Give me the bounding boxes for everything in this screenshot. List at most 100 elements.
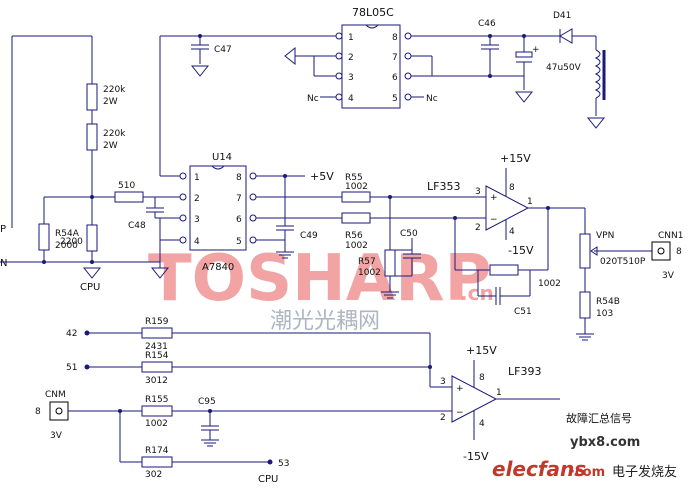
opamp-plus: + — [490, 193, 498, 203]
label-pin42: 42 — [66, 329, 77, 339]
label-2200: 2200 — [60, 237, 83, 247]
opamp-lf353 — [485, 185, 530, 231]
junction — [428, 365, 432, 369]
pin-label: 3 — [194, 215, 200, 225]
resistor-r57 — [384, 249, 396, 277]
resistor-r154 — [141, 361, 173, 373]
label-r54a: R54A — [55, 229, 80, 239]
label-cpu-top: CPU — [80, 282, 100, 293]
ic-u14 — [189, 165, 247, 251]
resistor-r55 — [341, 191, 371, 203]
ground-icon — [82, 267, 102, 279]
label-78l05c: 78L05C — [352, 6, 394, 19]
label-u14: U14 — [212, 152, 232, 163]
connector-cnm — [49, 401, 69, 421]
pin — [179, 193, 187, 201]
cpu-pin-53 — [267, 459, 273, 465]
pin — [404, 32, 412, 40]
label-c49: C49 — [300, 231, 318, 241]
label-c48: C48 — [128, 221, 146, 231]
diode-d41 — [559, 28, 573, 44]
pin-label: 4 — [479, 419, 485, 429]
pin-label: 7 — [236, 194, 242, 204]
label-fault-signal: 故障汇总信号 — [566, 411, 632, 425]
watermark-brand: elecfans — [492, 457, 586, 481]
watermark-site: ybx8.com — [570, 435, 640, 450]
resistor-220k-b — [86, 123, 98, 151]
ic-78l05 — [341, 24, 401, 109]
ic-notch — [211, 165, 225, 170]
label-220k-b: 220k — [103, 129, 126, 139]
label-r159: R159 — [145, 317, 169, 327]
pin-label: 7 — [392, 53, 398, 63]
potentiometer-vpn — [579, 233, 591, 269]
label-r174-val: 302 — [145, 470, 162, 480]
pin — [404, 52, 412, 60]
label-cnn1-pin: 8 — [676, 247, 682, 257]
pin-label: 5 — [236, 237, 242, 247]
pin — [335, 52, 343, 60]
label-cpu-bottom: CPU — [258, 474, 278, 485]
label-lf393: LF393 — [508, 365, 541, 378]
pin-label: 3 — [440, 377, 446, 387]
resistor-r155 — [141, 405, 173, 417]
junction — [42, 260, 46, 264]
junction — [90, 195, 94, 199]
pin-label: 2 — [348, 53, 354, 63]
ground-icon — [190, 65, 210, 77]
label-c47: C47 — [214, 45, 232, 55]
resistor-220k-a — [86, 83, 98, 111]
label-r54b: R54B — [596, 297, 620, 307]
pin-label: 2 — [475, 223, 481, 233]
pin-label: 1 — [496, 388, 502, 398]
pin — [179, 172, 187, 180]
junction — [90, 260, 94, 264]
resistor-r56 — [341, 212, 371, 224]
watermark-main: TOSHARP — [148, 242, 491, 316]
pin-label: 1 — [194, 173, 200, 183]
connector-cnn1 — [651, 241, 671, 261]
label-r154-val: 3012 — [145, 376, 168, 386]
label-r154: R154 — [145, 351, 169, 361]
pin-label: 4 — [194, 237, 200, 247]
capacitor-47u-plate — [515, 51, 533, 58]
label-r155: R155 — [145, 395, 168, 405]
ground-icon — [514, 91, 534, 103]
opamp-plus: + — [456, 384, 464, 394]
watermark-brand-cn: 电子发烧友 — [612, 464, 677, 480]
label-c50: C50 — [400, 229, 418, 239]
resistor-510 — [114, 191, 144, 203]
label-pin53: 53 — [278, 459, 289, 469]
label-510: 510 — [118, 181, 135, 191]
pin-label: 4 — [348, 94, 354, 104]
pin-label: 6 — [236, 215, 242, 225]
resistor-feedback — [489, 264, 519, 276]
label-220k-a-w: 2W — [103, 97, 118, 107]
label-vpn: VPN — [596, 231, 614, 241]
label-a7840: A7840 — [202, 262, 234, 273]
pin-label: 8 — [509, 183, 515, 193]
label-left-n: N — [0, 258, 7, 269]
label-r55-val: 1002 — [345, 182, 368, 192]
label-r56-val: 1002 — [345, 241, 368, 251]
label-47u50v: 47u50V — [546, 63, 582, 73]
opamp-minus: − — [456, 408, 464, 418]
pin-label: 3 — [348, 73, 354, 83]
ground-icon — [284, 46, 296, 66]
label-r57: R57 — [358, 257, 376, 267]
label-minus15v-b: -15V — [463, 450, 489, 463]
resistor-2200 — [86, 224, 98, 252]
label-plus5v: +5V — [310, 170, 334, 183]
junction — [488, 74, 492, 78]
junction — [522, 34, 526, 38]
wiper-arrow-icon — [590, 246, 598, 256]
label-minus15v-a: -15V — [508, 244, 534, 257]
label-r174: R174 — [145, 446, 169, 456]
pin — [249, 193, 257, 201]
label-c46: C46 — [478, 19, 496, 29]
watermark-suffix: .cn — [460, 281, 494, 305]
label-plus15v-b: +15V — [466, 344, 497, 357]
polarity-plus: + — [532, 45, 540, 55]
